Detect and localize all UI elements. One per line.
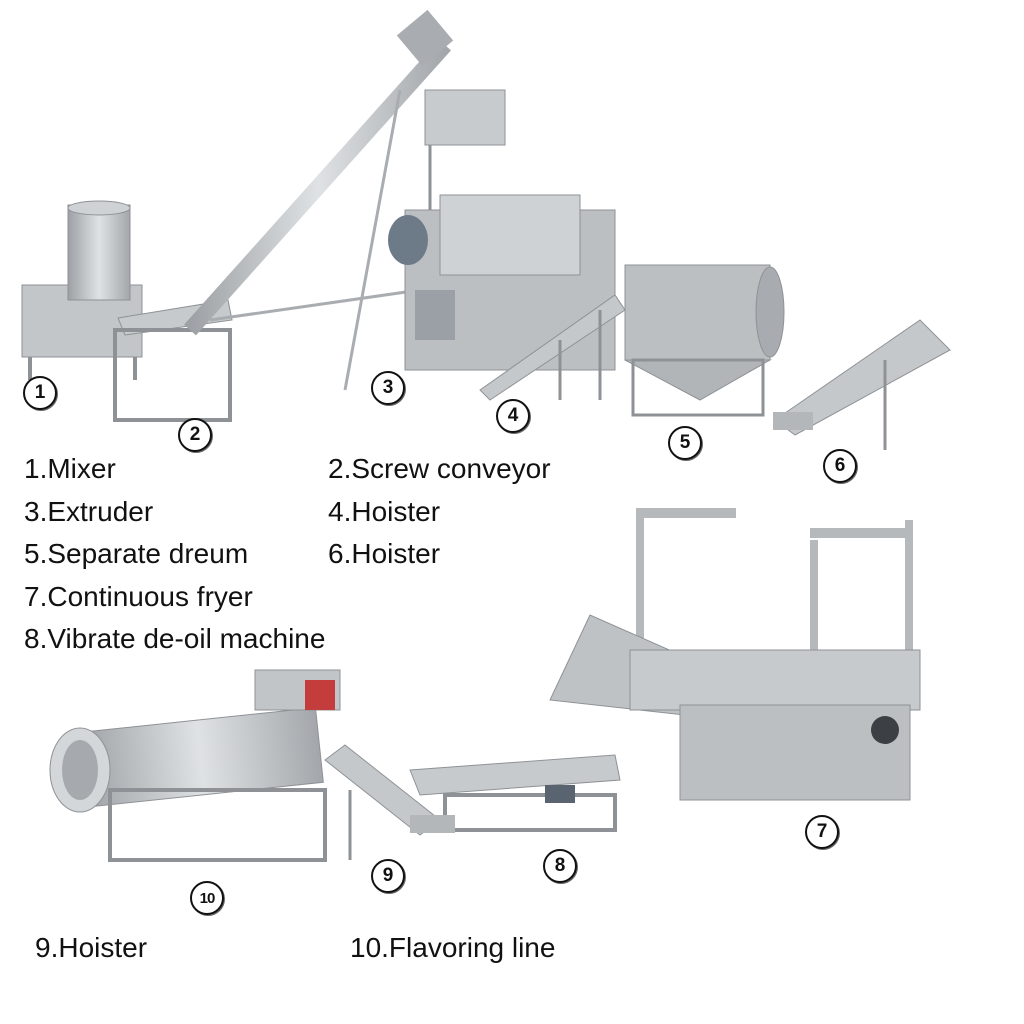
flavoring-drum-machine (49, 669, 341, 862)
continuous-fryer-machine (549, 508, 921, 801)
marker-10: 10 (190, 881, 224, 915)
mixer-machine (21, 200, 143, 380)
label-vibrate-de-oil: 8.Vibrate de-oil machine (24, 623, 326, 654)
hoister-machine-9 (324, 744, 455, 860)
label-mixer: 1.Mixer (24, 453, 116, 484)
marker-2: 2 (178, 418, 212, 452)
label-screw-conveyor: 2.Screw conveyor (328, 453, 551, 484)
label-flavoring-line: 10.Flavoring line (350, 932, 556, 963)
marker-9: 9 (371, 859, 405, 893)
hoister-machine-4 (479, 294, 626, 401)
marker-3: 3 (371, 371, 405, 405)
label-separate-drum: 5.Separate dreum (24, 538, 249, 569)
separate-drum-machine (624, 264, 785, 417)
marker-5: 5 (668, 426, 702, 460)
hoister-machine-6 (773, 319, 951, 450)
label-hoister-9: 9.Hoister (35, 932, 148, 963)
label-hoister-4: 4.Hoister (328, 496, 441, 527)
extruder-machine (388, 89, 616, 371)
label-continuous-fryer: 7.Continuous fryer (24, 581, 253, 612)
label-extruder: 3.Extruder (24, 496, 154, 527)
vibrate-de-oil-machine (409, 754, 621, 832)
marker-6: 6 (823, 449, 857, 483)
marker-4: 4 (496, 399, 530, 433)
screw-conveyor-machine (113, 9, 454, 422)
marker-7: 7 (805, 815, 839, 849)
marker-8: 8 (543, 849, 577, 883)
label-hoister-6: 6.Hoister (328, 538, 441, 569)
marker-1: 1 (23, 376, 57, 410)
